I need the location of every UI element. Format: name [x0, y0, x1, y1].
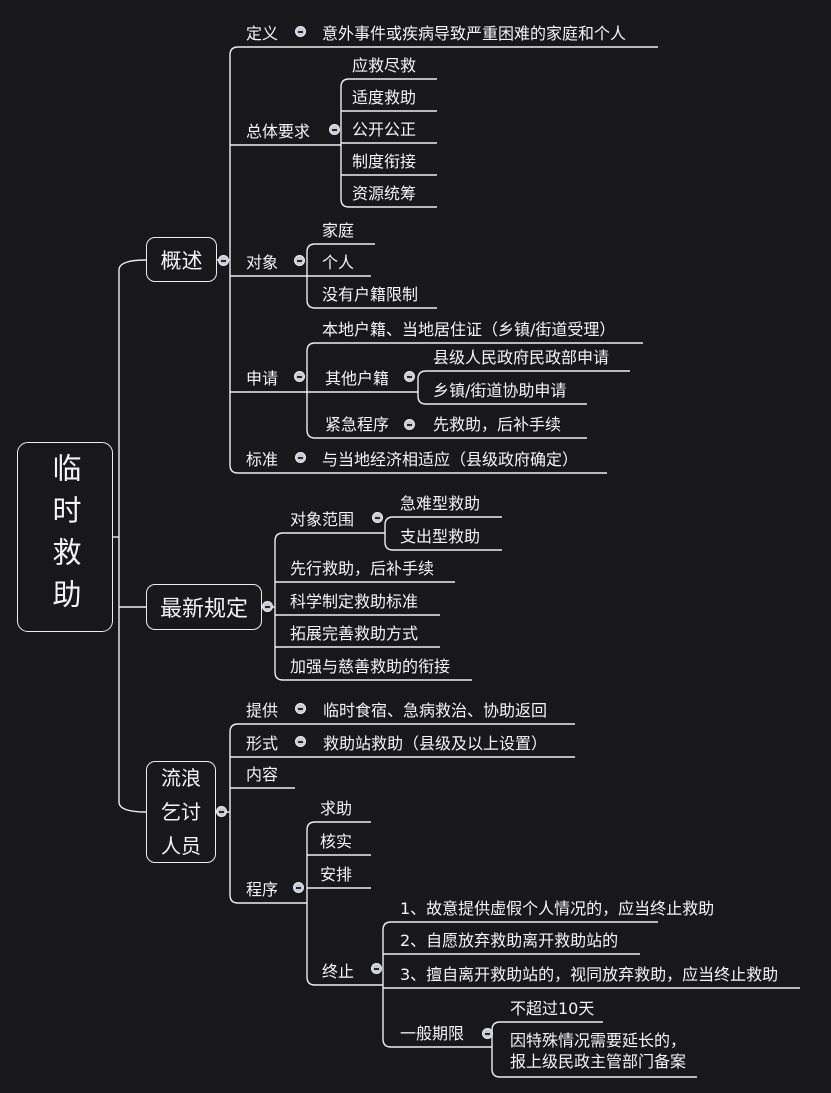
branch-overview[interactable]: 概述: [146, 237, 217, 282]
branch-latest-regulations[interactable]: 最新规定: [146, 584, 262, 630]
branch-vagrants-beggars-label: 流浪乞讨人员: [161, 766, 201, 858]
node-charity-linkage[interactable]: 加强与慈善救助的衔接: [290, 657, 451, 676]
node-other-hukou[interactable]: 其他户籍: [325, 369, 390, 388]
node-save-all[interactable]: 应救尽救: [352, 56, 417, 75]
node-content[interactable]: 内容: [246, 765, 279, 784]
node-scientific-standard[interactable]: 科学制定救助标准: [290, 592, 419, 611]
node-expenditure-type-aid[interactable]: 支出型救助: [400, 527, 481, 546]
node-no-hukou-limit[interactable]: 没有户籍限制: [322, 285, 419, 304]
node-special-extension-line2[interactable]: 报上级民政主管部门备案: [510, 1052, 687, 1071]
collapse-icon[interactable]: [295, 26, 306, 37]
node-special-extension-line1[interactable]: 因特殊情况需要延长的，: [510, 1031, 687, 1050]
branch-vagrants-beggars[interactable]: 流浪乞讨人员: [146, 761, 216, 863]
node-terminate[interactable]: 终止: [322, 962, 355, 981]
node-terminate-rule-2[interactable]: 2、自愿放弃救助离开救助站的: [400, 931, 619, 950]
node-terminate-rule-3[interactable]: 3、擅自离开救助站的，视同放弃救助，应当终止救助: [400, 965, 779, 984]
collapse-icon[interactable]: [294, 371, 305, 382]
node-township-assist-apply[interactable]: 乡镇/街道协助申请: [433, 381, 567, 400]
collapse-icon[interactable]: [482, 1028, 493, 1039]
collapse-icon[interactable]: [293, 882, 304, 893]
node-standard-content[interactable]: 与当地经济相适应（县级政府确定）: [322, 450, 579, 469]
node-resource-coordination[interactable]: 资源统筹: [352, 184, 417, 203]
node-open-fair[interactable]: 公开公正: [352, 120, 417, 139]
collapse-icon[interactable]: [294, 255, 305, 266]
node-system-linkage[interactable]: 制度衔接: [352, 152, 417, 171]
root-topic[interactable]: 临时救助: [17, 442, 113, 632]
node-individual[interactable]: 个人: [322, 253, 355, 272]
branch-latest-regulations-label: 最新规定: [159, 597, 248, 622]
collapse-icon[interactable]: [404, 371, 415, 382]
node-definition-content[interactable]: 意外事件或疾病导致严重困难的家庭和个人: [322, 24, 627, 43]
node-family[interactable]: 家庭: [322, 221, 355, 240]
collapse-icon[interactable]: [371, 963, 382, 974]
node-seek-help[interactable]: 求助: [320, 799, 353, 818]
node-advance-aid[interactable]: 先行救助，后补手续: [290, 559, 435, 578]
node-application[interactable]: 申请: [246, 369, 279, 388]
collapse-icon[interactable]: [404, 419, 415, 430]
node-urgent-type-aid[interactable]: 急难型救助: [400, 494, 481, 513]
root-topic-label: 临时救助: [48, 453, 82, 621]
node-form[interactable]: 形式: [246, 734, 279, 753]
node-target[interactable]: 对象: [246, 253, 279, 272]
node-local-hukou[interactable]: 本地户籍、当地居住证（乡镇/街道受理）: [322, 320, 616, 339]
node-emergency-procedure-content[interactable]: 先救助，后补手续: [433, 415, 562, 434]
collapse-icon[interactable]: [372, 512, 383, 523]
node-max-10-days[interactable]: 不超过10天: [510, 999, 595, 1018]
node-arrange[interactable]: 安排: [320, 865, 353, 884]
node-county-gov-apply[interactable]: 县级人民政府民政部申请: [433, 348, 610, 367]
node-overall-requirements[interactable]: 总体要求: [246, 122, 311, 141]
node-definition[interactable]: 定义: [246, 24, 279, 43]
node-standard[interactable]: 标准: [246, 450, 279, 469]
node-general-period[interactable]: 一般期限: [400, 1024, 465, 1043]
node-procedure[interactable]: 程序: [246, 880, 279, 899]
collapse-icon[interactable]: [329, 124, 340, 135]
node-verify[interactable]: 核实: [320, 832, 353, 851]
node-provide-content[interactable]: 临时食宿、急病救治、协助返回: [323, 701, 548, 720]
collapse-icon[interactable]: [218, 255, 229, 266]
node-form-content[interactable]: 救助站救助（县级及以上设置）: [323, 734, 548, 753]
branch-overview-label: 概述: [160, 248, 203, 273]
node-terminate-rule-1[interactable]: 1、故意提供虚假个人情况的，应当终止救助: [400, 899, 715, 918]
collapse-icon[interactable]: [295, 452, 306, 463]
node-moderate-aid[interactable]: 适度救助: [352, 88, 417, 107]
node-target-scope[interactable]: 对象范围: [290, 510, 355, 529]
collapse-icon[interactable]: [295, 703, 306, 714]
collapse-icon[interactable]: [262, 601, 273, 612]
node-provide[interactable]: 提供: [246, 701, 279, 720]
node-emergency-procedure[interactable]: 紧急程序: [325, 415, 390, 434]
collapse-icon[interactable]: [295, 736, 306, 747]
node-expand-methods[interactable]: 拓展完善救助方式: [290, 624, 419, 643]
collapse-icon[interactable]: [216, 806, 227, 817]
